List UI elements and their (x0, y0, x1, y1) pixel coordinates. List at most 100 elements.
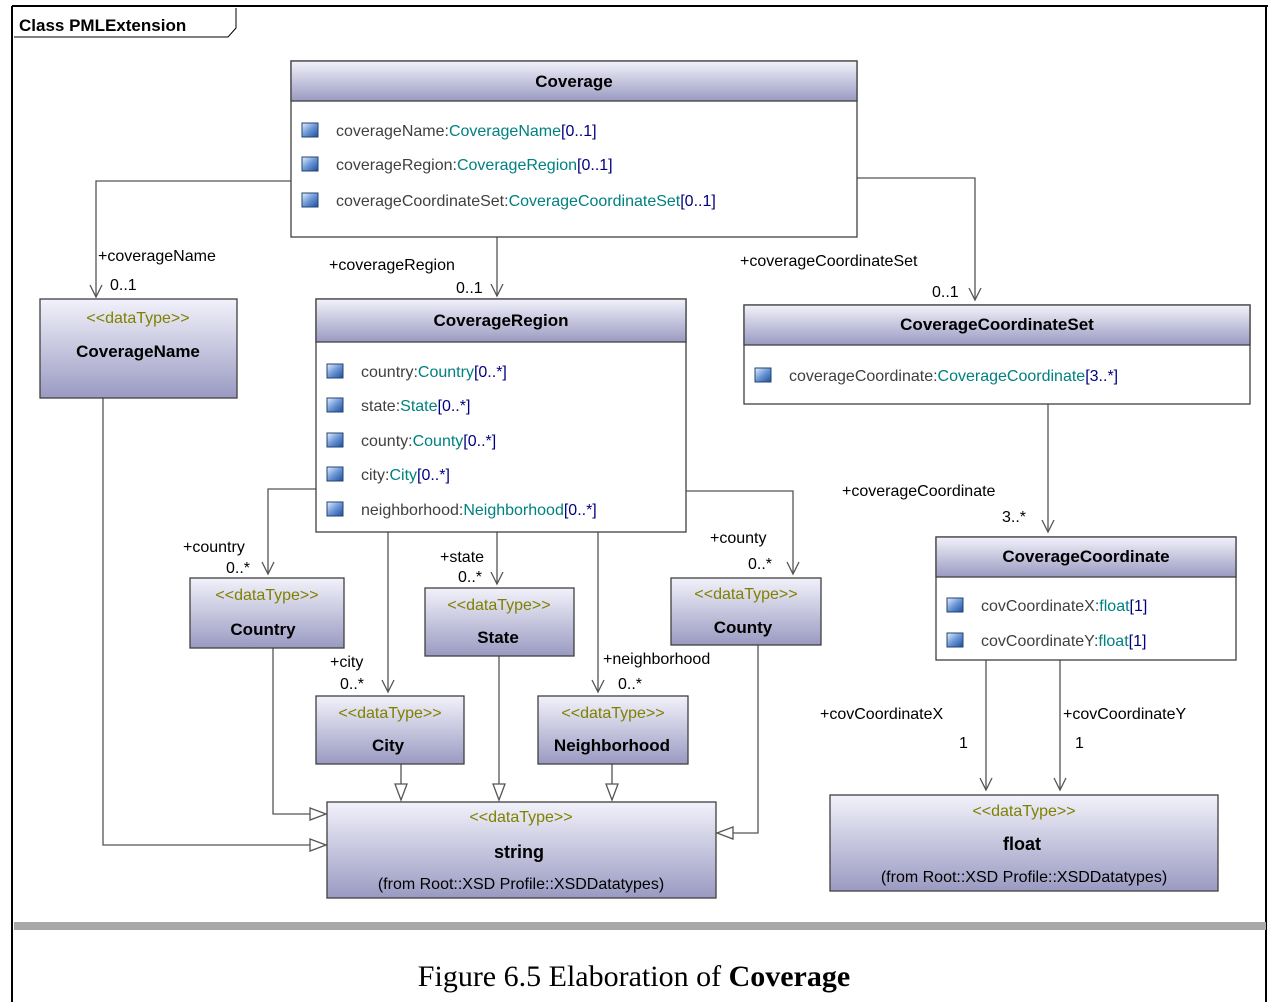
attribute-row: neighborhood:Neighborhood[0..*] (326, 501, 597, 519)
attribute-type: Country (418, 364, 474, 381)
attribute-name: coverageRegion: (336, 157, 457, 174)
generalization-head-neighborhood (605, 783, 619, 802)
assoc-line-coverage-coordinate-set (857, 177, 976, 300)
attribute-name: coverageName: (336, 123, 449, 140)
attribute-multiplicity: [0..*] (417, 467, 450, 484)
datatype-county: <<dataType>> County (670, 577, 822, 646)
role-cov-x: +covCoordinateX (820, 706, 944, 723)
mult-coverage-coordinate: 3..* (1002, 509, 1026, 526)
connectors (89, 177, 1067, 852)
stereotype-label: <<dataType>> (694, 586, 797, 603)
svg-text:neighborhood:Neighborhood[0..*: neighborhood:Neighborhood[0..*] (361, 502, 597, 519)
attribute-multiplicity: [0..*] (438, 398, 471, 415)
attribute-row: covCoordinateX:float[1] (946, 597, 1147, 615)
arrow-head-coverage-coordinate-set (968, 287, 982, 302)
svg-text:coverageRegion:CoverageRegion[: coverageRegion:CoverageRegion[0..1] (336, 157, 613, 174)
class-coverage-coordinate-set: CoverageCoordinateSet coverageCoordinate… (743, 304, 1251, 405)
attribute-multiplicity: [1] (1129, 633, 1147, 650)
attribute-row: city:City[0..*] (326, 466, 450, 484)
attribute-multiplicity: [0..1] (577, 157, 613, 174)
assoc-line-county (686, 490, 794, 574)
attribute-icon (326, 466, 344, 482)
class-name: CoverageRegion (433, 311, 568, 330)
mult-country: 0..* (226, 560, 250, 577)
attribute-multiplicity: [3..*] (1085, 368, 1118, 385)
mult-cov-x: 1 (959, 735, 968, 752)
attribute-row: coverageCoordinateSet:CoverageCoordinate… (301, 192, 716, 210)
generalization-line-coverage-name (102, 398, 310, 846)
svg-text:country:Country[0..*]: country:Country[0..*] (361, 364, 507, 381)
class-coverage-coordinate: CoverageCoordinate covCoordinateX:float[… (935, 536, 1237, 661)
attribute-row: country:Country[0..*] (326, 363, 507, 381)
frame-separator (14, 922, 1266, 930)
attribute-type: CoverageRegion (457, 157, 577, 174)
attribute-multiplicity: [0..*] (474, 364, 507, 381)
attribute-row: county:County[0..*] (326, 432, 496, 450)
svg-text:coverageName:CoverageName[0..1: coverageName:CoverageName[0..1] (336, 123, 597, 140)
role-coverage-region: +coverageRegion (329, 257, 455, 274)
attribute-multiplicity: [0..*] (564, 502, 597, 519)
datatype-name: float (1003, 834, 1041, 854)
stereotype-label: <<dataType>> (447, 597, 550, 614)
svg-text:state:State[0..*]: state:State[0..*] (361, 398, 470, 415)
role-country: +country (183, 539, 245, 556)
attribute-name: coverageCoordinateSet: (336, 193, 509, 210)
role-neighborhood: +neighborhood (603, 651, 710, 668)
attribute-type: CoverageName (449, 123, 561, 140)
attribute-type: Neighborhood (463, 502, 564, 519)
role-city: +city (330, 654, 363, 671)
attribute-icon (301, 156, 319, 172)
datatype-string: <<dataType>> string (from Root::XSD Prof… (326, 801, 717, 899)
generalization-line-county (733, 645, 759, 834)
class-name: Coverage (535, 72, 612, 91)
mult-coverage-region: 0..1 (456, 280, 483, 297)
datatype-name: County (714, 618, 773, 637)
attribute-icon (326, 432, 344, 448)
attribute-icon (326, 501, 344, 517)
caption-bold: Coverage (728, 960, 851, 993)
arrow-head-state (490, 571, 504, 586)
frame-title: Class PMLExtension (19, 16, 186, 35)
mult-cov-y: 1 (1075, 735, 1084, 752)
attribute-multiplicity: [1] (1130, 598, 1148, 615)
datatype-origin: (from Root::XSD Profile::XSDDatatypes) (378, 876, 664, 893)
arrow-head-coverage-name (89, 284, 103, 299)
mult-city: 0..* (340, 676, 364, 693)
generalization-head-city (394, 783, 408, 802)
generalization-head-country (309, 807, 328, 821)
stereotype-label: <<dataType>> (338, 705, 441, 722)
attribute-icon (326, 363, 344, 379)
svg-text:covCoordinateX:float[1]: covCoordinateX:float[1] (981, 598, 1147, 615)
datatype-state: <<dataType>> State (424, 587, 575, 657)
role-coverage-coordinate: +coverageCoordinate (842, 483, 996, 500)
attribute-type: County (413, 433, 464, 450)
attribute-multiplicity: [0..1] (680, 193, 716, 210)
attribute-type: float (1099, 598, 1130, 615)
attribute-name: country: (361, 364, 418, 381)
datatype-coverage-name: <<dataType>> CoverageName (39, 298, 238, 399)
datatype-name: CoverageName (76, 342, 200, 361)
datatype-city: <<dataType>> City (315, 695, 465, 765)
attribute-type: CoverageCoordinateSet (509, 193, 681, 210)
attribute-type: CoverageCoordinate (938, 368, 1086, 385)
mult-state: 0..* (458, 569, 482, 586)
attribute-name: state: (361, 398, 400, 415)
attribute-icon (946, 632, 964, 648)
attribute-multiplicity: [0..*] (463, 433, 496, 450)
class-coverage: Coverage coverageName:CoverageName[0..1]… (290, 60, 858, 238)
attribute-row: coverageRegion:CoverageRegion[0..1] (301, 156, 613, 174)
datatype-country: <<dataType>> Country (189, 577, 345, 649)
arrow-head-coverage-region (490, 283, 504, 298)
datatype-name: Country (230, 620, 296, 639)
mult-neighborhood: 0..* (618, 676, 642, 693)
generalization-head-state (492, 783, 506, 802)
attribute-icon (754, 367, 772, 383)
arrow-head-county (786, 561, 800, 576)
role-state: +state (440, 549, 484, 566)
role-county: +county (710, 530, 766, 547)
assoc-line-coverage-name (95, 180, 291, 297)
attribute-name: neighborhood: (361, 502, 463, 519)
diagram-frame: Class PMLExtension (11, 5, 1268, 1002)
arrow-head-cov-x (979, 777, 993, 792)
